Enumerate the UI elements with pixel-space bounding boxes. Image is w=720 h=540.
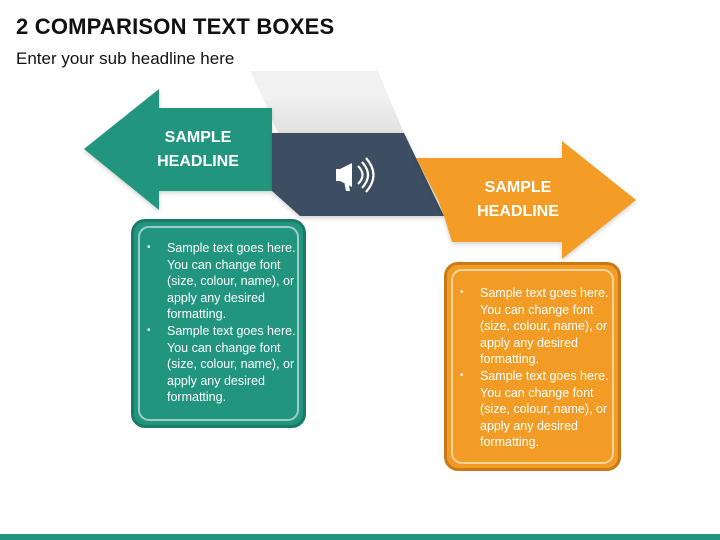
megaphone-icon <box>336 157 375 193</box>
right-bullet-text-2: Sample text goes here. You can change fo… <box>480 368 609 450</box>
list-item: • Sample text goes here. You can change f… <box>143 323 299 406</box>
bullet-icon: • <box>147 324 151 336</box>
left-arrow-shape <box>84 89 272 210</box>
ribbon-upper-fold <box>264 100 404 133</box>
bullet-icon: • <box>460 369 464 381</box>
list-item: • Sample text goes here. You can change f… <box>143 240 299 323</box>
bottom-accent-bar <box>0 534 720 540</box>
right-headline-line1: SAMPLE <box>484 179 552 196</box>
bullet-icon: • <box>460 287 464 298</box>
list-item: • Sample text goes here. You can change f… <box>456 285 614 368</box>
bullet-icon: • <box>147 242 151 253</box>
right-bullet-list: • Sample text goes here. You can change f… <box>456 285 614 451</box>
left-text-box-inner-border <box>138 226 299 421</box>
right-arrow-shape <box>416 141 636 259</box>
left-headline-line2: HEADLINE <box>157 153 239 170</box>
ribbon-top-fold <box>250 71 390 100</box>
left-text-box: • Sample text goes here. You can change f… <box>131 219 306 428</box>
left-bullet-text-2: Sample text goes here. You can change fo… <box>167 323 296 405</box>
right-bullet-text-1: Sample text goes here. You can change fo… <box>480 286 609 367</box>
page-subtitle: Enter your sub headline here <box>16 49 235 68</box>
left-bullet-text-1: Sample text goes here. You can change fo… <box>167 241 296 322</box>
right-headline: SAMPLE HEADLINE <box>468 176 568 224</box>
left-headline: SAMPLE HEADLINE <box>148 126 248 174</box>
center-band <box>272 133 444 216</box>
left-bullet-list: • Sample text goes here. You can change f… <box>143 240 299 406</box>
right-text-box-inner-border <box>451 269 614 464</box>
right-text-box: • Sample text goes here. You can change f… <box>444 262 621 471</box>
list-item: • Sample text goes here. You can change f… <box>456 368 614 451</box>
right-headline-line2: HEADLINE <box>477 203 559 220</box>
page-title: 2 COMPARISON TEXT BOXES <box>16 14 335 39</box>
left-headline-line1: SAMPLE <box>164 129 232 146</box>
